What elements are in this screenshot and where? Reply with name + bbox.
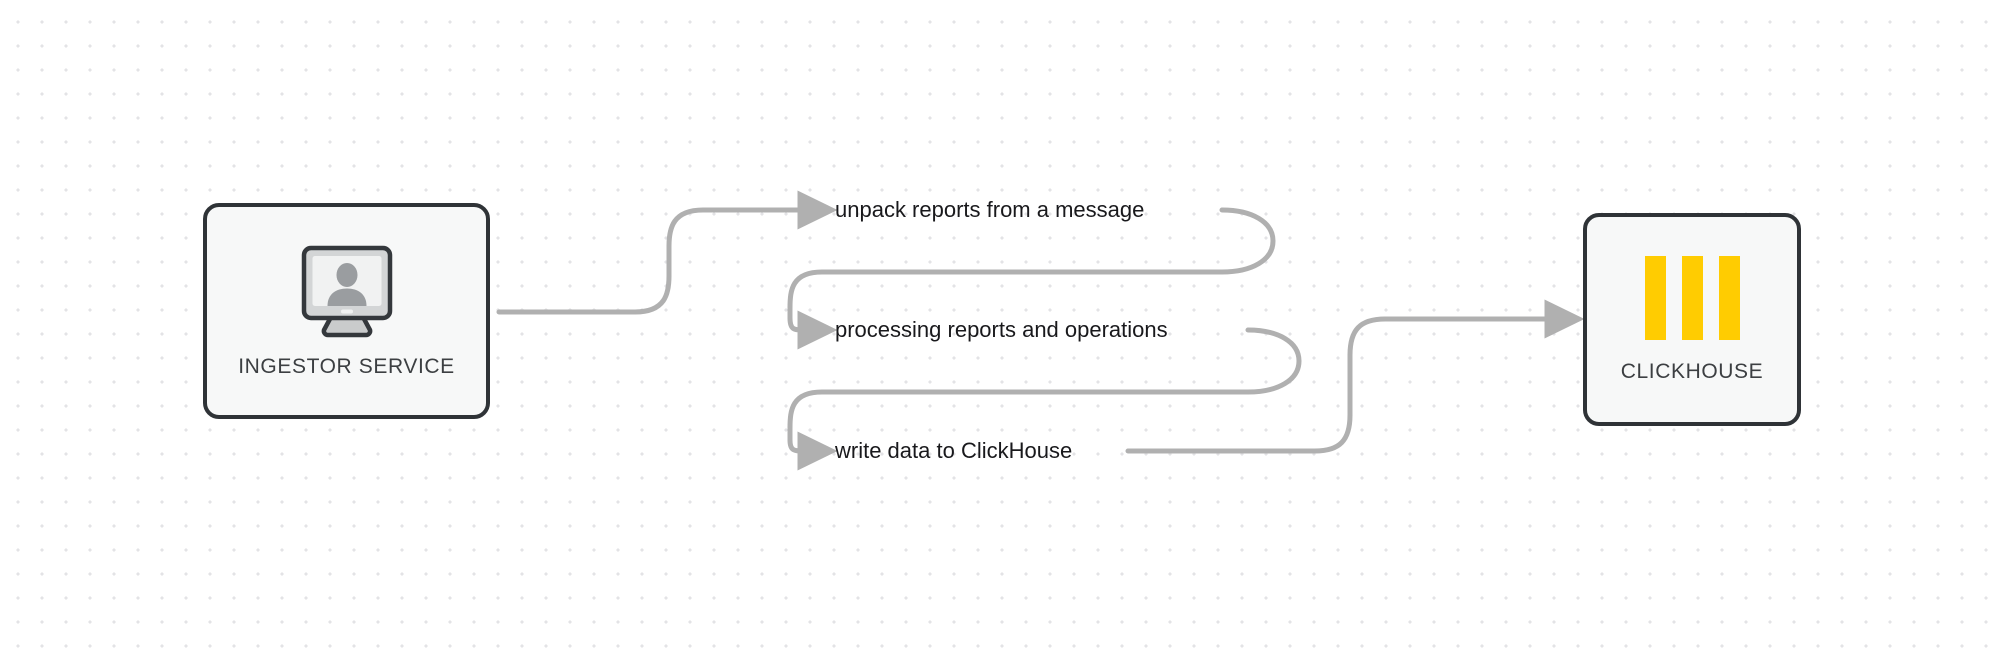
edge-label-unpack-reports: unpack reports from a message xyxy=(835,197,1145,222)
clickhouse-bar-1 xyxy=(1644,255,1666,340)
edge-path-2 xyxy=(787,207,1276,350)
edge-label-write-data: write data to ClickHouse xyxy=(835,438,1073,463)
edge-path-3 xyxy=(787,327,1302,471)
node-clickhouse[interactable]: CLICKHOUSE xyxy=(1583,213,1801,426)
node-clickhouse-label: CLICKHOUSE xyxy=(1620,359,1764,383)
clickhouse-bar-3 xyxy=(1718,255,1740,340)
edge-path-4 xyxy=(1125,299,1585,454)
clickhouse-bar-2 xyxy=(1681,255,1703,340)
monitor-user-icon xyxy=(301,245,392,338)
clickhouse-bars-icon xyxy=(1644,255,1740,340)
node-ingestor-service[interactable]: INGESTOR SERVICE xyxy=(203,203,490,419)
edge-label-processing-reports: processing reports and operations xyxy=(835,317,1168,342)
edge-path-1 xyxy=(496,190,838,315)
node-ingestor-service-label: INGESTOR SERVICE xyxy=(238,355,455,378)
